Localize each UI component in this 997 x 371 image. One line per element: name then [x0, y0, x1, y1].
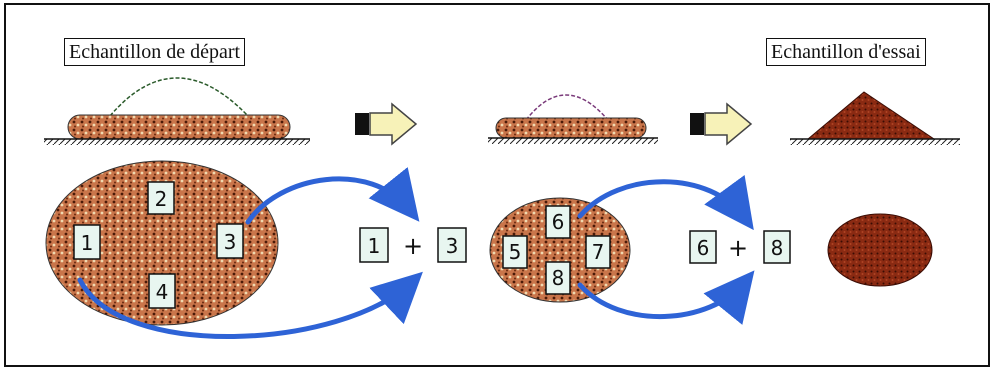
test-pile: [790, 91, 960, 145]
test-sample-label: Echantillon d'essai: [766, 38, 926, 66]
mid-ellipse: 6 5 7 8: [489, 197, 631, 303]
arrow-6-to-combo: [577, 174, 754, 231]
combo2-left: 6: [697, 236, 710, 260]
start-pile: [44, 77, 310, 145]
quarter-1-box: 1: [73, 224, 101, 260]
blue-arrows: [77, 167, 755, 340]
arrow-3-to-combo: [245, 167, 420, 225]
quarter-1-label: 1: [81, 231, 94, 255]
big-ellipse: 2 1 3 4: [45, 160, 279, 326]
combo-1-3: 1 + 3: [359, 227, 467, 263]
combo1-left: 1: [368, 234, 381, 258]
combo2-plus: +: [728, 234, 748, 262]
quarter-3-box: 3: [216, 223, 244, 259]
quarter-2-box: 2: [147, 181, 175, 215]
quarter-5-label: 5: [509, 240, 522, 264]
quarter-2-label: 2: [155, 187, 168, 211]
quarter-7-label: 7: [592, 240, 605, 264]
start-sample-label: Echantillon de départ: [64, 38, 246, 66]
arrow-1-to-combo: [77, 271, 423, 340]
fat-arrow-1: [355, 102, 418, 146]
quarter-6-label: 6: [552, 210, 565, 234]
combo-6-8: 6 + 8: [689, 230, 791, 264]
quarter-4-box: 4: [148, 273, 176, 309]
quarter-4-label: 4: [156, 280, 169, 304]
quarter-8-box: 8: [545, 261, 571, 295]
fat-arrow-2: [690, 102, 753, 146]
quarter-3-label: 3: [224, 230, 237, 254]
test-sample-ellipse: [827, 213, 933, 287]
combo2-right: 8: [771, 236, 784, 260]
quarter-8-label: 8: [552, 266, 565, 290]
quarter-6-box: 6: [545, 205, 571, 239]
combo1-plus: +: [403, 232, 423, 260]
quarter-7-box: 7: [585, 235, 611, 269]
mid-pile: [488, 94, 658, 144]
arrow-8-to-combo: [577, 270, 755, 325]
quarter-5-box: 5: [502, 235, 528, 269]
combo1-right: 3: [446, 234, 459, 258]
